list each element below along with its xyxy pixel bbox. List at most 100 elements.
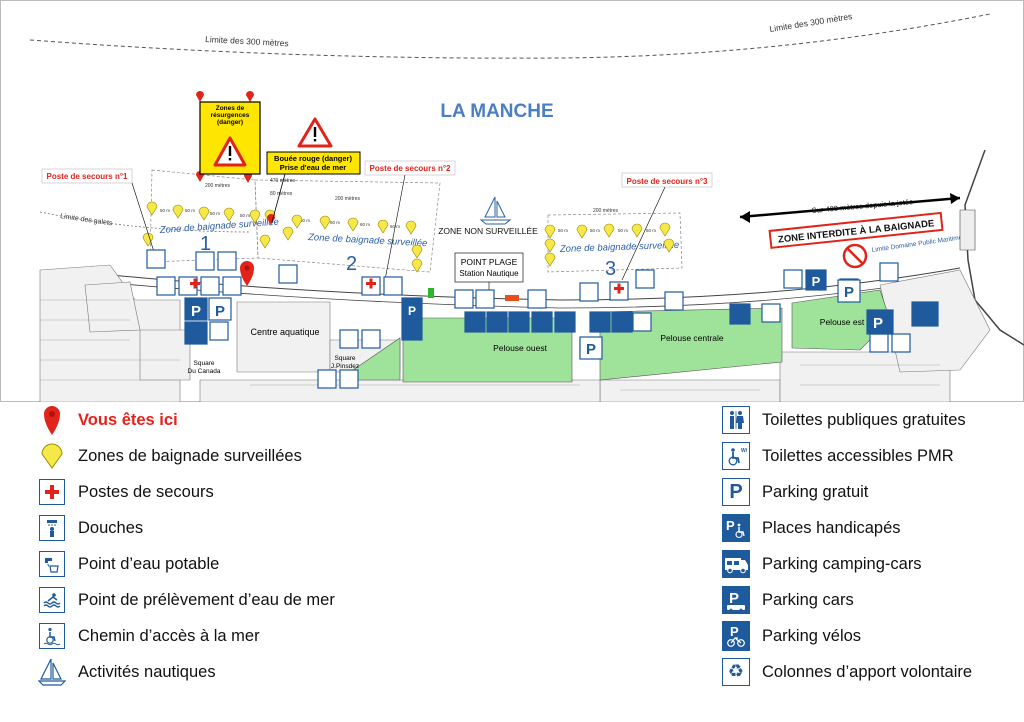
svg-text:Pelouse centrale: Pelouse centrale bbox=[660, 333, 724, 343]
bus-parking-icon: P bbox=[722, 586, 750, 614]
unsupervised-zone-label: ZONE NON SURVEILLÉE bbox=[438, 226, 538, 236]
poste-2-label: Poste de secours n°2 bbox=[369, 164, 451, 173]
legend-label: Activités nautiques bbox=[78, 662, 216, 681]
zone-3-label: Zone de baignade surveillée bbox=[559, 240, 680, 255]
svg-text:P: P bbox=[812, 274, 821, 289]
svg-text:60 m: 60 m bbox=[330, 220, 340, 225]
legend-right: Toilettes publiques gratuites WC Toilett… bbox=[722, 404, 1012, 704]
legend-label: Zones de baignade surveillées bbox=[78, 446, 302, 465]
svg-text:WC: WC bbox=[741, 448, 747, 454]
legend-item-supervised-zones: Zones de baignade surveillées bbox=[38, 440, 302, 472]
legend-item-free-parking: P Parking gratuit bbox=[722, 476, 868, 508]
yellow-buoy-icon bbox=[38, 442, 66, 470]
legend-label: Toilettes accessibles PMR bbox=[762, 446, 954, 465]
legend-item-first-aid: Postes de secours bbox=[38, 476, 214, 508]
poste-labels: Poste de secours n°1 Poste de secours n°… bbox=[41, 160, 713, 281]
you-are-here-pin bbox=[240, 261, 254, 286]
red-buoy-warning-sign: Bouée rouge (danger) Prise d'eau de mer bbox=[266, 117, 361, 223]
zone-1-number: 1 bbox=[200, 233, 211, 255]
sailboat-icon bbox=[479, 196, 512, 225]
recycling-icon: ♻ bbox=[722, 658, 750, 686]
legend-item-drinking-water: Point d’eau potable bbox=[38, 548, 219, 580]
svg-text:50 m: 50 m bbox=[646, 228, 656, 233]
legend-item-public-toilets: Toilettes publiques gratuites bbox=[722, 404, 966, 436]
svg-text:60 m: 60 m bbox=[300, 218, 310, 223]
svg-text:Pelouse ouest: Pelouse ouest bbox=[493, 343, 548, 353]
legend-label: Point de prélèvement d’eau de mer bbox=[78, 590, 335, 609]
zone-3-number: 3 bbox=[605, 258, 616, 280]
legend-label: Vous êtes ici bbox=[78, 410, 178, 429]
svg-text:P: P bbox=[191, 303, 201, 320]
poste-1-label: Poste de secours n°1 bbox=[46, 172, 128, 181]
svg-text:P: P bbox=[873, 315, 883, 332]
legend-label: Point d’eau potable bbox=[78, 554, 220, 573]
sailboat-icon bbox=[38, 658, 66, 686]
legend-label: Parking vélos bbox=[762, 626, 862, 645]
limit-300m-line bbox=[29, 13, 991, 59]
jetty bbox=[964, 149, 1024, 346]
svg-text:50 m: 50 m bbox=[558, 228, 568, 233]
svg-text:200 mètres: 200 mètres bbox=[593, 208, 619, 214]
svg-text:P: P bbox=[215, 303, 225, 320]
legend-label: Douches bbox=[78, 518, 144, 537]
location-pin-icon bbox=[38, 406, 66, 435]
svg-text:Station Nautique: Station Nautique bbox=[459, 269, 519, 278]
first-aid-icon bbox=[38, 478, 66, 506]
map-facility-icons bbox=[146, 249, 939, 389]
legend-item-seawater-intake: Point de prélèvement d’eau de mer bbox=[38, 584, 335, 616]
legend-label: Toilettes publiques gratuites bbox=[762, 410, 966, 429]
svg-text:P: P bbox=[730, 624, 739, 639]
svg-text:P: P bbox=[726, 518, 735, 533]
bike-parking-icon: P bbox=[722, 621, 750, 651]
legend-item-nautical: Activités nautiques bbox=[38, 656, 216, 688]
svg-text:P: P bbox=[408, 304, 416, 318]
legend-item-accessible-toilets: WC Toilettes accessibles PMR bbox=[722, 440, 954, 472]
accessible-toilets-icon: WC bbox=[722, 442, 750, 470]
point-plage-label: POINT PLAGE bbox=[461, 257, 518, 267]
legend-label: Postes de secours bbox=[78, 482, 214, 501]
legend-left: Vous êtes ici Zones de baignade surveill… bbox=[38, 404, 488, 704]
legend-item-showers: Douches bbox=[38, 512, 143, 544]
svg-text:J.Pinsdez: J.Pinsdez bbox=[331, 363, 359, 370]
svg-text:60 m: 60 m bbox=[360, 222, 370, 227]
yellow-buoys bbox=[142, 201, 675, 273]
legend-item-sea-access: Chemin d’accès à la mer bbox=[38, 620, 260, 652]
svg-text:Prise d'eau de mer: Prise d'eau de mer bbox=[280, 163, 346, 172]
drinking-water-icon bbox=[38, 550, 66, 578]
limit-300m-label-left: Limite des 300 mètres bbox=[205, 34, 289, 48]
public-toilets-icon bbox=[722, 406, 750, 434]
svg-text:200 mètres: 200 mètres bbox=[205, 183, 231, 189]
disabled-parking-icon: P bbox=[722, 514, 750, 542]
svg-text:Centre aquatique: Centre aquatique bbox=[250, 327, 319, 337]
svg-text:Pelouse est: Pelouse est bbox=[820, 317, 865, 327]
free-parking-icon: P bbox=[722, 478, 750, 506]
legend-label: Chemin d’accès à la mer bbox=[78, 626, 260, 645]
sea-access-path-icon bbox=[38, 622, 66, 650]
resurgence-warning-sign: Zones de résurgences (danger) bbox=[199, 101, 261, 175]
legend-item-you-are-here: Vous êtes ici bbox=[38, 404, 178, 436]
svg-text:50 m: 50 m bbox=[185, 208, 195, 213]
legend-item-campervan: Parking camping-cars bbox=[722, 548, 922, 580]
svg-text:P: P bbox=[844, 284, 854, 301]
beach-map: Limite des 300 mètres Limite des 300 mèt… bbox=[0, 0, 1024, 402]
sea-name: LA MANCHE bbox=[440, 101, 553, 122]
legend-label: Parking cars bbox=[762, 590, 854, 609]
zone-2-number: 2 bbox=[346, 253, 357, 275]
svg-text:50 m: 50 m bbox=[590, 228, 600, 233]
legend-item-bike-parking: P Parking vélos bbox=[722, 620, 861, 652]
svg-text:50 m: 50 m bbox=[210, 211, 220, 216]
legend-item-bus-parking: P Parking cars bbox=[722, 584, 854, 616]
svg-text:50 m: 50 m bbox=[618, 228, 628, 233]
legend-label: Places handicapés bbox=[762, 518, 901, 537]
svg-text:200 mètres: 200 mètres bbox=[335, 196, 361, 202]
svg-text:Square: Square bbox=[335, 355, 356, 362]
svg-text:50 m: 50 m bbox=[160, 208, 170, 213]
legend-item-recycling: ♻ Colonnes d’apport volontaire bbox=[722, 656, 972, 688]
svg-text:Bouée rouge (danger): Bouée rouge (danger) bbox=[274, 154, 352, 163]
legend-label: Parking gratuit bbox=[762, 482, 869, 501]
poste-3-label: Poste de secours n°3 bbox=[626, 177, 708, 186]
legend-label: Colonnes d’apport volontaire bbox=[762, 662, 973, 681]
svg-text:P: P bbox=[586, 341, 596, 358]
zone-3-outline bbox=[547, 212, 683, 273]
svg-text:80 mètres: 80 mètres bbox=[270, 191, 293, 197]
